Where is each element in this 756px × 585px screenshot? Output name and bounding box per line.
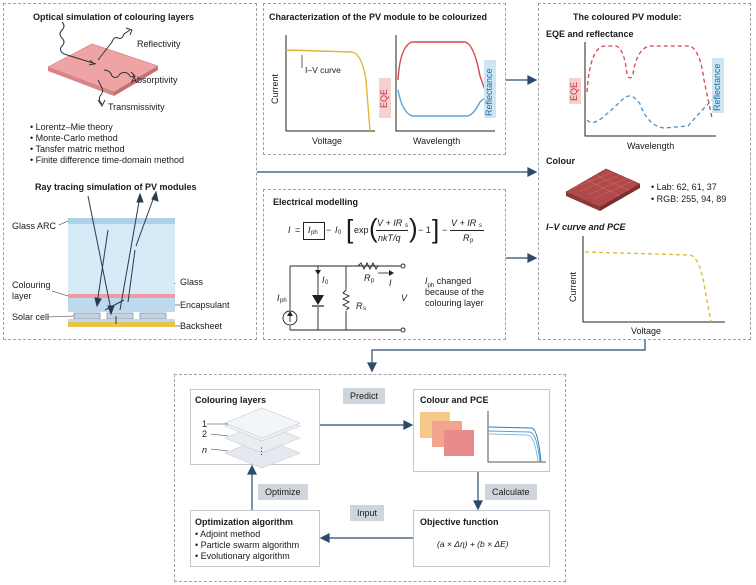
optical-simulation-title: Optical simulation of colouring layers	[33, 12, 195, 22]
characterization-panel	[263, 3, 506, 155]
algorithm-item: • Adjoint method	[195, 529, 261, 539]
algorithm-item: • Evolutionary algorithm	[195, 551, 290, 561]
shunt-resistor	[341, 289, 351, 311]
layer-label: 1	[202, 419, 208, 429]
optical-simulation-panel	[3, 3, 257, 340]
iv-curve-label: I–V curve	[305, 65, 341, 75]
objective-formula: (a × Δη) + (b × ΔE)	[437, 539, 509, 549]
stacked-layers	[207, 407, 301, 469]
iv-curve	[285, 49, 371, 132]
electrical-modelling-panel	[263, 189, 506, 340]
coloured-module-title: The coloured PV module:	[573, 12, 682, 22]
iv-axes	[285, 35, 375, 132]
electrical-modelling-title: Electrical modelling	[273, 197, 359, 207]
colour-pce-box	[413, 389, 550, 472]
coloured-eqe-curve	[586, 45, 713, 119]
transmitted-ray	[97, 79, 104, 105]
colour-title: Colour	[546, 156, 575, 166]
layer-label: n	[202, 445, 208, 455]
characterization-title: Characterization of the PV module to be …	[269, 12, 488, 22]
optimize-tag: Optimize	[258, 484, 308, 500]
iv-pce-title: I–V curve and PCE	[546, 222, 626, 232]
equivalent-circuit	[282, 261, 406, 333]
coloured-wavelength-axis: Wavelength	[627, 141, 675, 151]
method-item: • Lorentz–Mie theory	[30, 122, 113, 132]
encapsulant-label: Encapsulant	[180, 300, 230, 310]
absorptivity-label: Absorptivity	[131, 75, 178, 85]
char-voltage-axis: Voltage	[312, 136, 343, 146]
optical-illustration	[47, 21, 159, 107]
eqe-axes	[395, 35, 495, 132]
optimization-panel	[174, 374, 566, 582]
coloured-module-panel	[538, 3, 751, 340]
coloured-voltage-axis: Voltage	[631, 326, 662, 336]
method-item: • Monte-Carlo method	[30, 133, 118, 143]
reflectivity-label: Reflectivity	[137, 39, 181, 49]
iph-box	[303, 222, 325, 240]
objective-function-box	[413, 510, 550, 567]
ray-tracing-title: Ray tracing simulation of PV modules	[35, 182, 197, 192]
coloured-module-slab	[565, 168, 641, 211]
solar-cell-label: Solar cell	[12, 312, 50, 322]
diode-equation: I = I ph − I 0 [ exp ( V + IR s nkT/q ) …	[288, 213, 484, 244]
characterization-charts	[285, 35, 496, 132]
series-resistor	[357, 261, 379, 271]
colour-pce-title: Colour and PCE	[420, 395, 489, 405]
backsheet-label: Backsheet	[180, 321, 223, 331]
optimization-algorithm-box	[190, 510, 320, 567]
top-connectors	[257, 75, 646, 373]
optimization-algorithm-title: Optimization algorithm	[195, 517, 293, 527]
colouring-layer-label-2: layer	[12, 291, 32, 301]
method-item: • Tansfer matric method	[30, 144, 125, 154]
incoming-ray	[59, 21, 97, 65]
absorbed-ray	[103, 69, 131, 79]
rgb-value: • RGB: 255, 94, 89	[651, 194, 727, 204]
coloured-eqe-axes	[584, 42, 716, 137]
ray-tracing-illustration	[47, 190, 180, 327]
algorithm-item: • Particle swarm algorithm	[195, 540, 300, 550]
objective-function-title: Objective function	[420, 517, 499, 527]
eqe-curve	[397, 41, 491, 105]
eqe-reflectance-title: EQE and reflectance	[546, 29, 634, 39]
circuit-labels: I 0 R p I I ph R s V	[277, 273, 408, 313]
coloured-reflectance-curve	[586, 95, 713, 129]
method-item: • Finite difference time-domain method	[30, 155, 185, 165]
colour-swatch	[444, 430, 474, 456]
reflected-ray	[97, 29, 131, 61]
transmissivity-label: Transmissivity	[108, 102, 165, 112]
coloured-module-graphics	[565, 42, 725, 323]
glass-label: Glass	[180, 277, 204, 287]
colouring-layers-title: Colouring layers	[195, 395, 267, 405]
predict-tag: Predict	[343, 388, 386, 404]
pce-axes	[487, 411, 546, 463]
layer-label: 2	[202, 429, 208, 439]
colouring-layer-label-1: Colouring	[12, 280, 51, 290]
calculate-tag: Calculate	[485, 484, 537, 500]
lab-value: • Lab: 62, 61, 37	[651, 182, 717, 192]
coloured-iv-axes	[582, 236, 725, 323]
glass-arc-label: Glass ARC	[12, 221, 57, 231]
diode	[312, 295, 324, 305]
layer-dots: ⋮	[257, 446, 266, 456]
colour-pce-graphics	[420, 411, 546, 463]
input-tag: Input	[350, 505, 385, 521]
backsheet-layer	[68, 322, 175, 327]
coloured-iv-curve	[584, 251, 712, 323]
char-wavelength-axis: Wavelength	[413, 136, 461, 146]
